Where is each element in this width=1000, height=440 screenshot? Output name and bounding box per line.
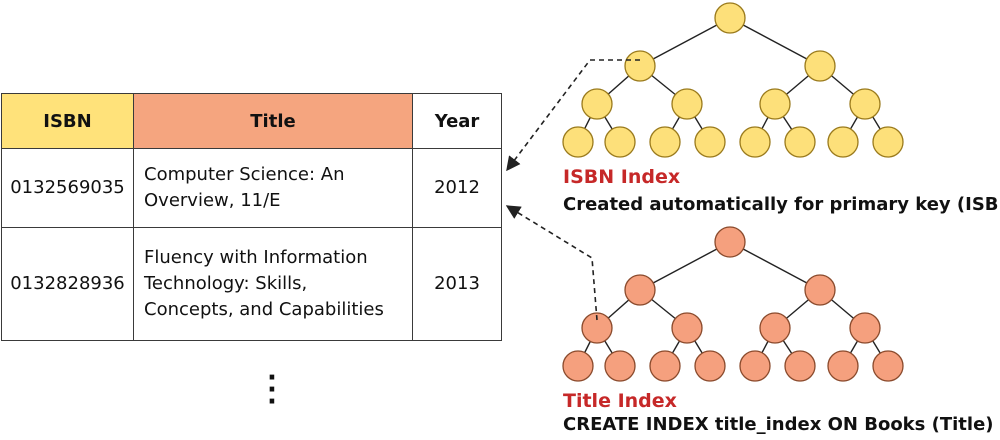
tree-node — [671, 312, 703, 344]
tree-node — [624, 274, 656, 306]
tree-node — [604, 126, 636, 158]
isbn-index-pointer-arrow — [506, 59, 640, 172]
isbn-column-header: ISBN — [1, 93, 134, 149]
title-line: Computer Science: An — [144, 164, 345, 185]
tree-node — [649, 126, 681, 158]
tree-node — [581, 312, 613, 344]
tree-node — [739, 350, 771, 382]
year-cell: 2013 — [412, 227, 502, 341]
year-column-header: Year — [412, 93, 502, 149]
title-index-pointer-arrow — [505, 205, 598, 321]
tree-node — [759, 88, 791, 120]
title-column-header: Title — [133, 93, 413, 149]
year-cell: 2012 — [412, 148, 502, 228]
table-row: 0132569035 Computer Science: An Overview… — [1, 148, 502, 228]
tree-node — [562, 126, 594, 158]
table-row: 0132828936 Fluency with Information Tech… — [1, 227, 502, 341]
isbn-cell: 0132828936 — [1, 227, 134, 341]
tree-edge — [639, 241, 731, 291]
table-header-row: ISBN Title Year — [1, 93, 502, 149]
tree-node — [604, 350, 636, 382]
isbn-cell: 0132569035 — [1, 148, 134, 228]
tree-edge — [729, 241, 821, 291]
tree-node — [759, 312, 791, 344]
tree-node — [649, 350, 681, 382]
tree-node — [624, 50, 656, 82]
title-index-description: CREATE INDEX title_index ON Books (Title… — [563, 414, 994, 435]
tree-node — [872, 350, 904, 382]
tree-node — [827, 126, 859, 158]
tree-edge — [639, 17, 731, 67]
tree-node — [671, 88, 703, 120]
tree-node — [804, 274, 836, 306]
tree-node — [849, 88, 881, 120]
title-index-label: Title Index — [563, 390, 677, 412]
tree-node — [804, 50, 836, 82]
title-line: Fluency with Information — [144, 247, 368, 268]
tree-node — [562, 350, 594, 382]
title-line: Concepts, and Capabilities — [144, 299, 384, 320]
tree-node — [784, 350, 816, 382]
title-line: Overview, 11/E — [144, 190, 281, 211]
tree-node — [714, 2, 746, 34]
title-line: Technology: Skills, — [144, 273, 308, 294]
books-table: ISBN Title Year 0132569035 Computer Scie… — [1, 93, 502, 341]
tree-node — [784, 126, 816, 158]
tree-node — [827, 350, 859, 382]
title-index-tree — [562, 226, 904, 382]
tree-node — [739, 126, 771, 158]
isbn-index-description: Created automatically for primary key (I… — [563, 194, 1000, 215]
tree-node — [714, 226, 746, 258]
title-cell: Computer Science: An Overview, 11/E — [133, 148, 413, 228]
isbn-index-label: ISBN Index — [563, 166, 681, 188]
tree-node — [694, 350, 726, 382]
title-cell: Fluency with Information Technology: Ski… — [133, 227, 413, 341]
tree-edge — [729, 17, 821, 67]
tree-node — [849, 312, 881, 344]
tree-node — [694, 126, 726, 158]
tree-node — [872, 126, 904, 158]
tree-node — [581, 88, 613, 120]
more-rows-ellipsis-icon: ··· — [267, 363, 277, 417]
isbn-index-tree — [562, 2, 904, 158]
